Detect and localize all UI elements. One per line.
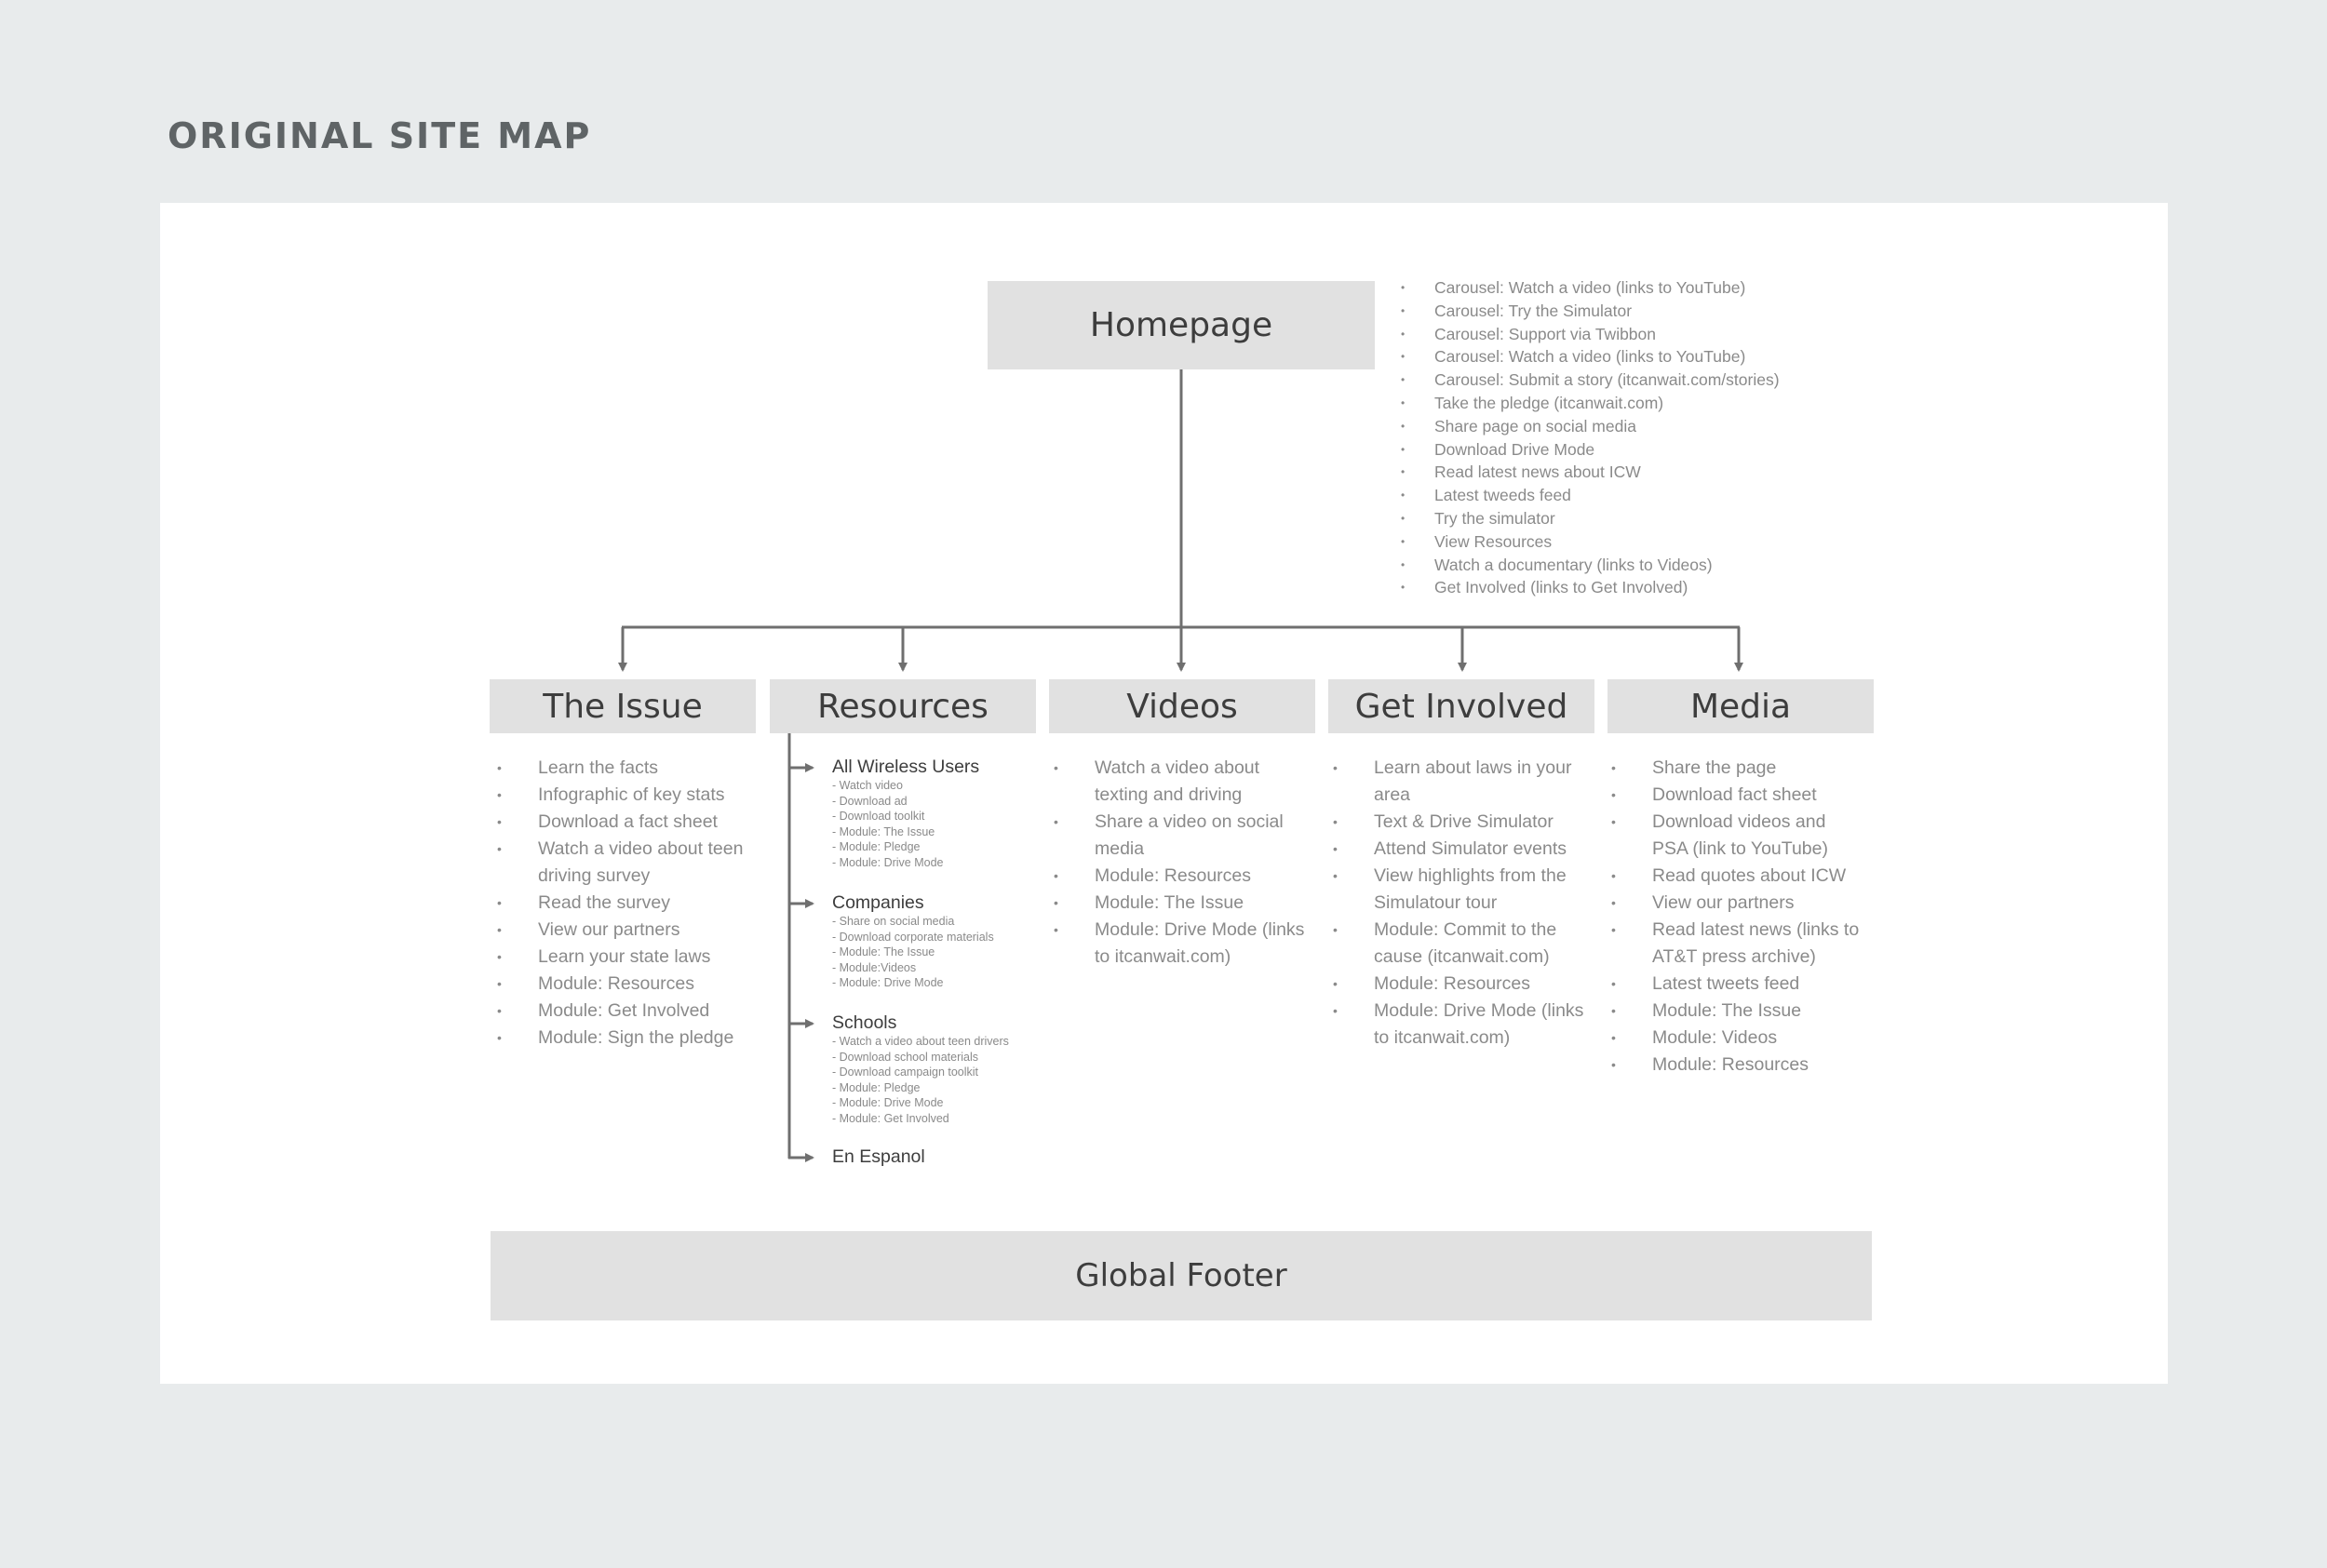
list-item: View highlights from the Simulatour tour bbox=[1333, 863, 1584, 917]
list-item: Module: Drive Mode (links to itcanwait.c… bbox=[1054, 917, 1305, 971]
list-item: Attend Simulator events bbox=[1333, 836, 1584, 863]
resource-sub-item: - Module:Videos bbox=[832, 960, 917, 974]
list-item: Watch a video about teen driving survey bbox=[497, 836, 748, 890]
resource-sub-item: - Module: Drive Mode bbox=[832, 1096, 944, 1110]
resource-sub-item: - Module: Get Involved bbox=[832, 1111, 949, 1125]
list-item: Module: Drive Mode (links to itcanwait.c… bbox=[1333, 998, 1584, 1052]
list-item: Latest tweeds feed bbox=[1401, 484, 1866, 507]
resources-group: All Wireless Users - Watch video - Downloa… bbox=[832, 756, 1074, 871]
list-item: View our partners bbox=[1611, 890, 1863, 917]
resource-group-title: Companies bbox=[832, 892, 924, 913]
resource-sub-item: - Module: Pledge bbox=[832, 840, 921, 854]
issue-items: Learn the factsInfographic of key statsD… bbox=[497, 755, 748, 1052]
resource-group-title: All Wireless Users bbox=[832, 757, 980, 777]
list-item: View our partners bbox=[497, 917, 748, 944]
resource-sub-item: - Download school materials bbox=[832, 1050, 979, 1064]
list-item: Module: Resources bbox=[497, 971, 748, 998]
list-item: Share a video on social media bbox=[1054, 809, 1305, 863]
resource-group-title: En Espanol bbox=[832, 1146, 925, 1167]
list-item: Carousel: Try the Simulator bbox=[1401, 300, 1866, 323]
section-node-the-issue: The Issue bbox=[490, 679, 756, 733]
section-node-resources: Resources bbox=[770, 679, 1036, 733]
resource-sub-item: - Module: Drive Mode bbox=[832, 855, 944, 869]
list-item: Module: Sign the pledge bbox=[497, 1025, 748, 1052]
resource-sub-item: - Module: The Issue bbox=[832, 945, 935, 959]
section-node-get-involved: Get Involved bbox=[1328, 679, 1594, 733]
list-item: Carousel: Watch a video (links to YouTub… bbox=[1401, 345, 1866, 369]
list-item: Watch a documentary (links to Videos) bbox=[1401, 554, 1866, 577]
involved-items: Learn about laws in your areaText & Driv… bbox=[1333, 755, 1584, 1052]
list-item: Module: Commit to the cause (itcanwait.c… bbox=[1333, 917, 1584, 971]
media-items: Share the pageDownload fact sheetDownloa… bbox=[1611, 755, 1863, 1079]
page-title: ORIGINAL SITE MAP bbox=[168, 115, 592, 156]
list-item: Read latest news (links to AT&T press ar… bbox=[1611, 917, 1863, 971]
resource-sub-item: - Download corporate materials bbox=[832, 930, 994, 944]
resources-group: En Espanol bbox=[832, 1146, 1074, 1168]
list-item: Download a fact sheet bbox=[497, 809, 748, 836]
list-item: Download Drive Mode bbox=[1401, 438, 1866, 462]
list-item: Learn about laws in your area bbox=[1333, 755, 1584, 809]
global-footer-node: Global Footer bbox=[491, 1231, 1872, 1320]
videos-items: Watch a video about texting and drivingS… bbox=[1054, 755, 1305, 971]
section-node-media: Media bbox=[1607, 679, 1874, 733]
list-item: Latest tweets feed bbox=[1611, 971, 1863, 998]
list-item: Infographic of key stats bbox=[497, 782, 748, 809]
list-item: Take the pledge (itcanwait.com) bbox=[1401, 392, 1866, 415]
list-item: Module: Resources bbox=[1611, 1052, 1863, 1079]
resource-sub-item: - Module: The Issue bbox=[832, 824, 935, 838]
list-item: Carousel: Watch a video (links to YouTub… bbox=[1401, 276, 1866, 300]
list-item: Carousel: Support via Twibbon bbox=[1401, 323, 1866, 346]
resources-group: Schools - Watch a video about teen driver… bbox=[832, 1012, 1074, 1127]
list-item: Download fact sheet bbox=[1611, 782, 1863, 809]
resource-group-title: Schools bbox=[832, 1012, 897, 1033]
resources-group: Companies - Share on social media - Downlo… bbox=[832, 891, 1074, 991]
list-item: Module: Videos bbox=[1611, 1025, 1863, 1052]
list-item: Share page on social media bbox=[1401, 415, 1866, 438]
list-item: Module: The Issue bbox=[1054, 890, 1305, 917]
list-item: Module: Resources bbox=[1333, 971, 1584, 998]
list-item: Read latest news about ICW bbox=[1401, 461, 1866, 484]
list-item: Module: The Issue bbox=[1611, 998, 1863, 1025]
homepage-node: Homepage bbox=[988, 281, 1375, 369]
list-item: Read the survey bbox=[497, 890, 748, 917]
list-item: Download videos and PSA (link to YouTube… bbox=[1611, 809, 1863, 863]
list-item: View Resources bbox=[1401, 530, 1866, 554]
list-item: Module: Get Involved bbox=[497, 998, 748, 1025]
list-item: Share the page bbox=[1611, 755, 1863, 782]
resource-sub-item: - Share on social media bbox=[832, 915, 955, 928]
resource-sub-item: - Module: Pledge bbox=[832, 1080, 921, 1094]
list-item: Text & Drive Simulator bbox=[1333, 809, 1584, 836]
resource-sub-item: - Download campaign toolkit bbox=[832, 1065, 979, 1079]
list-item: Module: Resources bbox=[1054, 863, 1305, 890]
list-item: Watch a video about texting and driving bbox=[1054, 755, 1305, 809]
resource-sub-item: - Watch a video about teen drivers bbox=[832, 1035, 1009, 1048]
list-item: Learn your state laws bbox=[497, 944, 748, 971]
list-item: Read quotes about ICW bbox=[1611, 863, 1863, 890]
list-item: Learn the facts bbox=[497, 755, 748, 782]
resource-sub-item: - Download toolkit bbox=[832, 810, 925, 824]
resource-sub-item: - Module: Drive Mode bbox=[832, 976, 944, 990]
homepage-items: Carousel: Watch a video (links to YouTub… bbox=[1401, 276, 1866, 599]
section-node-videos: Videos bbox=[1049, 679, 1315, 733]
list-item: Try the simulator bbox=[1401, 507, 1866, 530]
list-item: Get Involved (links to Get Involved) bbox=[1401, 576, 1866, 599]
list-item: Carousel: Submit a story (itcanwait.com/… bbox=[1401, 369, 1866, 392]
resource-sub-item: - Download ad bbox=[832, 794, 908, 808]
resource-sub-item: - Watch video bbox=[832, 779, 903, 792]
